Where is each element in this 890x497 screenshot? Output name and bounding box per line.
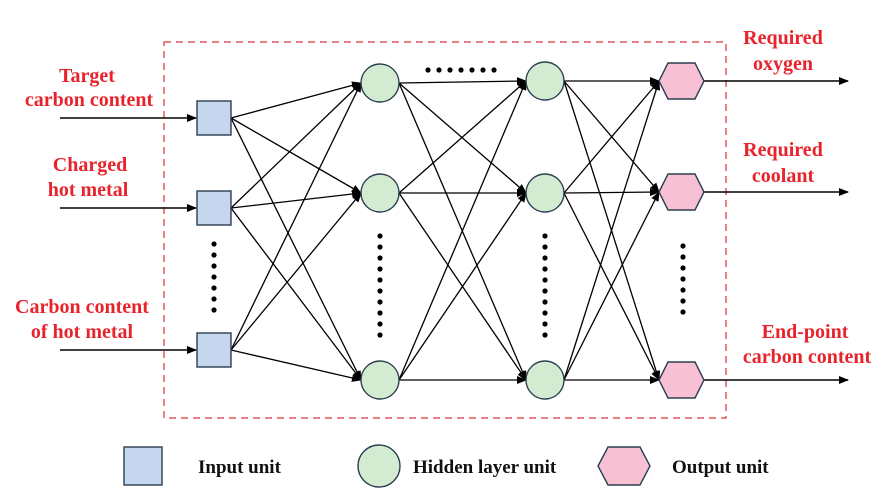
output-label-endpoint-carbon-1: End-point xyxy=(762,321,849,343)
legend-input-swatch xyxy=(123,446,163,486)
legend-hidden-label: Hidden layer unit xyxy=(413,457,557,478)
output-unit xyxy=(658,62,705,100)
legend-input-label: Input unit xyxy=(198,457,282,478)
hidden-unit xyxy=(525,360,565,400)
input-arrows xyxy=(60,114,197,354)
hidden-unit xyxy=(525,61,565,101)
hidden-unit xyxy=(360,173,400,213)
output-ellipsis xyxy=(680,243,686,315)
input-label-charged-hot-metal-2: hot metal xyxy=(48,179,129,201)
connection-line xyxy=(230,192,362,351)
input-label-carbon-of-hot-metal-1: Carbon content xyxy=(15,296,149,318)
input-label-target-carbon-2: carbon content xyxy=(25,89,154,111)
hidden-layer-1 xyxy=(360,63,400,400)
input-layer xyxy=(196,100,232,368)
output-unit xyxy=(658,173,705,211)
layers-ellipsis xyxy=(425,67,497,73)
output-layer xyxy=(658,62,705,399)
hidden-unit xyxy=(360,63,400,103)
input-ellipsis xyxy=(211,241,217,313)
connection-line xyxy=(230,82,362,351)
legend-output-label: Output unit xyxy=(672,457,769,478)
hidden1-ellipsis xyxy=(377,233,383,338)
input-label-carbon-of-hot-metal-2: of hot metal xyxy=(31,321,134,343)
connection-line xyxy=(230,82,362,209)
network-boundary xyxy=(163,41,727,419)
input-unit xyxy=(196,100,232,136)
connection-line xyxy=(230,349,362,382)
connection-line xyxy=(563,80,661,381)
hidden-unit xyxy=(360,360,400,400)
output-labels: Required oxygen Required coolant End-poi… xyxy=(743,27,872,368)
input-unit xyxy=(196,332,232,368)
connection-line xyxy=(563,188,660,197)
ellipsis-dots xyxy=(211,67,686,338)
connection-line xyxy=(398,77,527,86)
output-arrows xyxy=(704,77,849,384)
output-label-coolant-1: Required xyxy=(743,139,823,161)
hidden-layer-n xyxy=(525,61,565,400)
input-label-charged-hot-metal-1: Charged xyxy=(53,154,127,176)
output-label-oxygen-1: Required xyxy=(743,27,823,49)
connection-line xyxy=(230,190,362,209)
legend-output-swatch xyxy=(597,446,651,486)
connection-line xyxy=(230,117,362,381)
connection-line xyxy=(563,80,660,194)
input-unit xyxy=(196,190,232,226)
input-label-target-carbon-1: Target xyxy=(59,65,115,87)
connection-line xyxy=(398,192,527,381)
output-unit xyxy=(658,361,705,399)
connection-line xyxy=(230,81,362,119)
connections xyxy=(230,77,661,384)
output-label-oxygen-2: oxygen xyxy=(753,53,813,75)
legend-hidden-swatch xyxy=(357,444,401,488)
hiddenn-ellipsis xyxy=(542,233,548,338)
connection-line xyxy=(398,80,527,194)
connection-line xyxy=(230,207,362,381)
legend: Input unit Hidden layer unit Output unit xyxy=(123,444,769,488)
connection-line xyxy=(398,82,527,194)
connection-line xyxy=(230,117,362,194)
input-labels: Target carbon content Charged hot metal … xyxy=(15,65,153,343)
hidden-unit xyxy=(525,173,565,213)
connection-line xyxy=(563,191,660,381)
connection-line xyxy=(398,80,527,381)
output-label-coolant-2: coolant xyxy=(752,165,815,187)
output-label-endpoint-carbon-2: carbon content xyxy=(743,346,872,368)
